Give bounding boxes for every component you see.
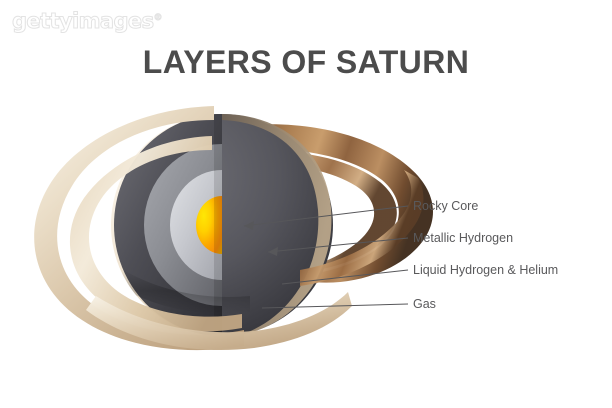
watermark-text: gettyimages (11, 9, 154, 34)
leader-line-metallic-hydrogen (267, 237, 409, 253)
cut-plane-shading (214, 114, 222, 336)
layer-label-liquid-hydrogen-helium: Liquid Hydrogen & Helium (413, 263, 559, 277)
ring-far-outer-band (222, 124, 433, 283)
leader-line-gas (261, 303, 409, 309)
ring-shadow-on-planet (116, 268, 250, 314)
leader-line-liquid-hydrogen-helium (281, 269, 409, 285)
layer-label-gas: Gas (413, 297, 436, 311)
ring-far-inner-band (224, 150, 397, 273)
ring-near-front-crossing (86, 292, 352, 351)
getty-images-watermark: gettyimages® (11, 9, 163, 34)
ring-near-inner-band (69, 136, 242, 332)
leader-lines (243, 205, 409, 309)
ring-far-front-tip (300, 170, 424, 286)
watermark-registered-mark: ® (153, 13, 163, 24)
layer-label-metallic-hydrogen: Metallic Hydrogen (413, 231, 514, 245)
layer-rocky-core (196, 196, 222, 254)
ring-system-front (34, 106, 424, 351)
leader-line-rocky-core (243, 205, 409, 227)
leader-arrowhead-rocky-core (244, 221, 254, 230)
page-title: LAYERS OF SATURN (142, 44, 470, 80)
ring-system-back (222, 124, 433, 283)
layer-metallic-hydrogen (170, 170, 222, 280)
layer-label-rocky-core: Rocky Core (413, 199, 479, 213)
leader-arrowhead-metallic-hydrogen (268, 247, 278, 256)
